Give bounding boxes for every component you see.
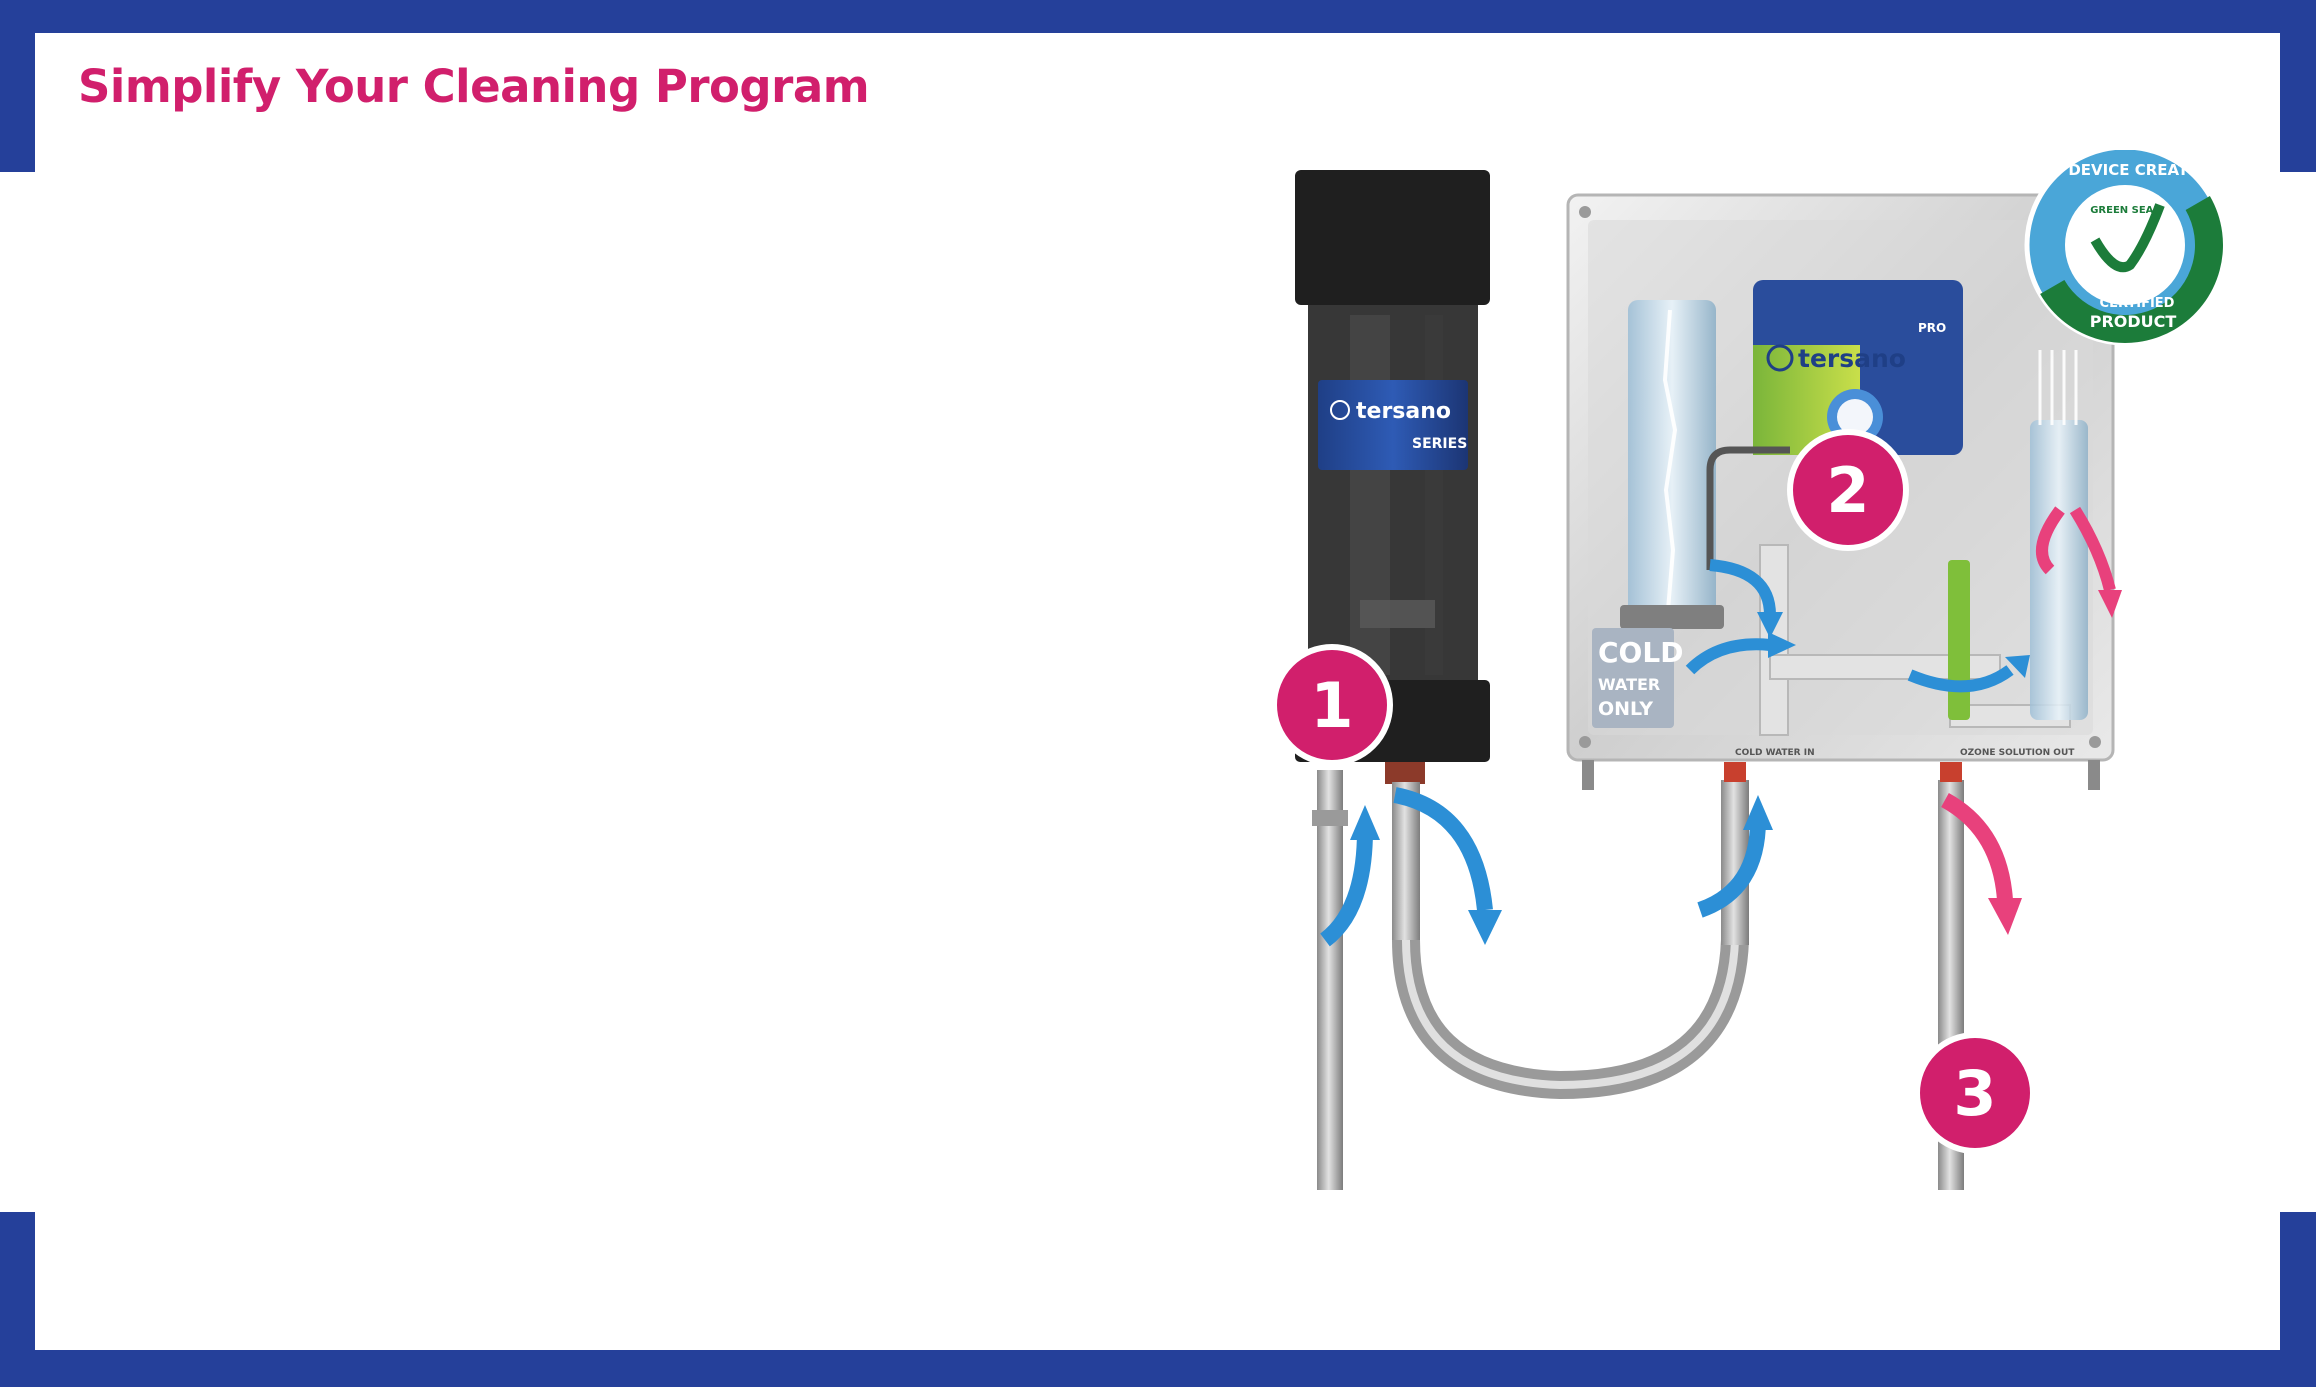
cartridge-brand-label: tersano <box>1798 344 1906 373</box>
frame-corner-right-top <box>2280 0 2316 172</box>
supply-pipe <box>1312 770 1348 1190</box>
arrow-outlet <box>1940 792 2013 901</box>
step-number-2: 2 <box>1826 454 1869 527</box>
frame-bottom-bar <box>0 1350 2316 1387</box>
check-mark-icon <box>2090 203 2165 273</box>
arrow-cabinet-in <box>1697 819 1766 918</box>
arrow-internal-2 <box>1685 638 1771 675</box>
arrow-inlet <box>1319 829 1373 947</box>
step-badge-2: 2 <box>1787 429 1909 551</box>
seal-ring-text: GREEN SEAL <box>2090 205 2160 216</box>
frame-corner-right-bottom <box>2280 1212 2316 1387</box>
flow-arrows <box>1319 506 2122 947</box>
step-number-3: 3 <box>1953 1057 1996 1130</box>
port-out-label: OZONE SOLUTION OUT <box>1960 748 2075 758</box>
step-badge-1: 1 <box>1271 644 1393 766</box>
system-illustration: tersano SERIES tersano P <box>1270 150 2270 1250</box>
filter-brand-label: tersano <box>1356 399 1451 424</box>
arrow-filter-out <box>1393 787 1493 911</box>
seal-product-text: PRODUCT <box>2090 312 2177 331</box>
frame-corner-left-bottom <box>0 1212 35 1387</box>
cold-label-line3: ONLY <box>1598 698 1653 720</box>
filter-unit: tersano SERIES <box>1295 170 1490 784</box>
cold-label-line2: WATER <box>1598 675 1660 694</box>
frame-top-bar <box>0 0 2316 33</box>
arrow-mix-out <box>2069 506 2116 592</box>
step-number-1: 1 <box>1310 669 1353 742</box>
seal-certified-text: CERTIFIED <box>2100 296 2175 311</box>
arrow-internal-1 <box>1709 559 1776 616</box>
cold-label-line1: COLD <box>1598 636 1683 669</box>
hose-loop <box>1392 762 1749 1100</box>
port-in-label: COLD WATER IN <box>1735 748 1815 758</box>
seal-top-text: THIS DEVICE CREATES A <box>2024 161 2227 179</box>
page-title: Simplify Your Cleaning Program <box>78 60 870 113</box>
cartridge-pro-label: PRO <box>1918 321 1946 335</box>
frame-corner-left-top <box>0 0 35 172</box>
step-badge-3: 3 <box>1914 1032 2036 1154</box>
green-seal-badge: THIS DEVICE CREATES A GREEN SEAL CERTIFI… <box>2024 150 2227 346</box>
arrow-internal-3 <box>1907 665 2014 693</box>
filter-series-label: SERIES <box>1412 436 1467 452</box>
